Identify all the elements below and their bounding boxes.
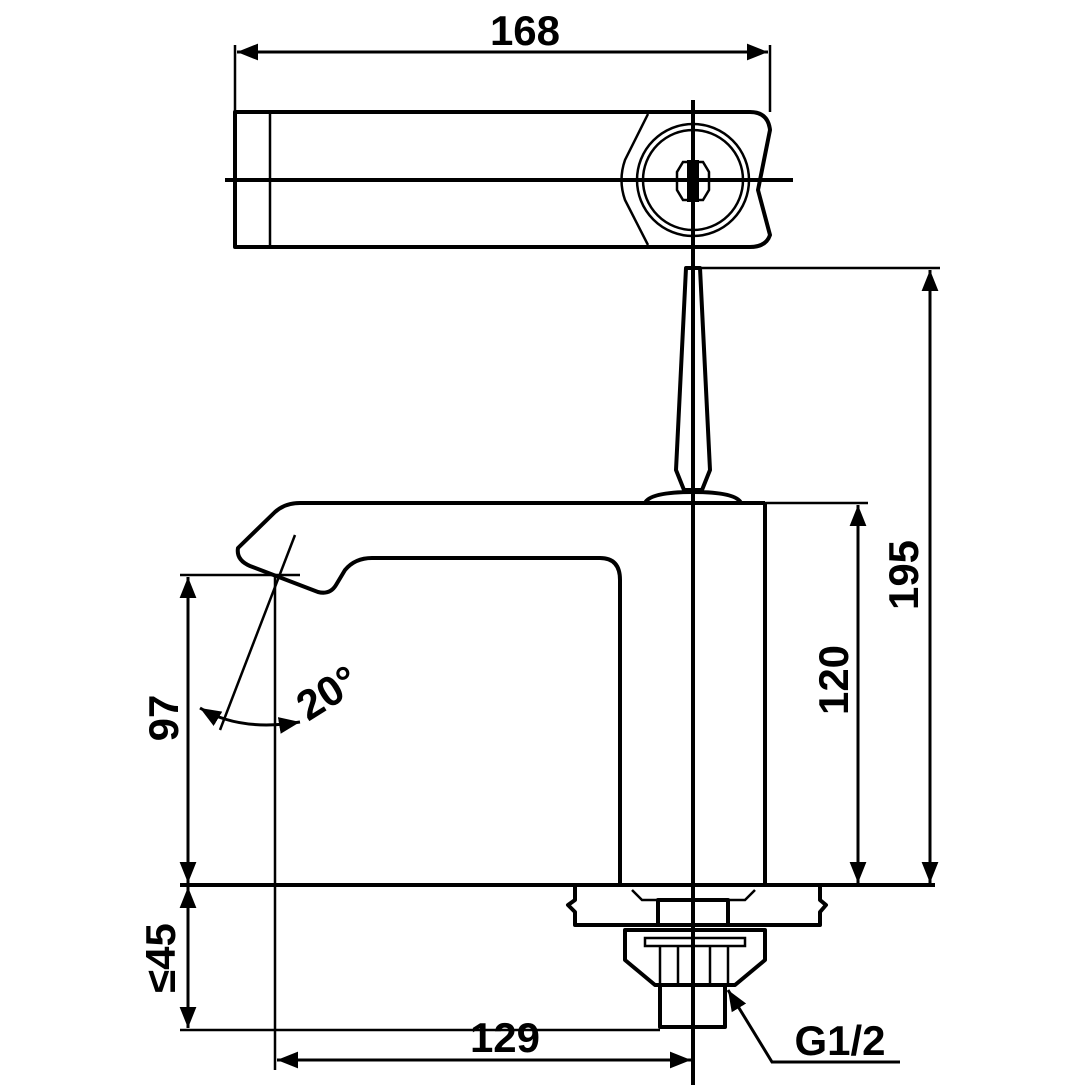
dim-45-label: ≤45 [137,923,184,993]
dimension-120: 120 [765,501,868,883]
dimension-45: ≤45 [137,887,660,1032]
dim-120-label: 120 [810,645,857,715]
side-view [180,266,935,1085]
dim-168-label: 168 [490,7,560,54]
dimension-129: 129 [273,575,691,1070]
angle-20: 20° [199,534,367,734]
dim-195-label: 195 [880,540,927,610]
dimension-168: 168 [233,7,772,112]
top-view [225,100,793,270]
thread-label: G1/2 [794,1017,885,1064]
dimension-195: 195 [700,266,940,883]
dim-129-label: 129 [470,1014,540,1061]
angle-20-label: 20° [288,656,367,730]
thread-callout: G1/2 [726,989,900,1064]
dim-97-label: 97 [140,695,187,742]
